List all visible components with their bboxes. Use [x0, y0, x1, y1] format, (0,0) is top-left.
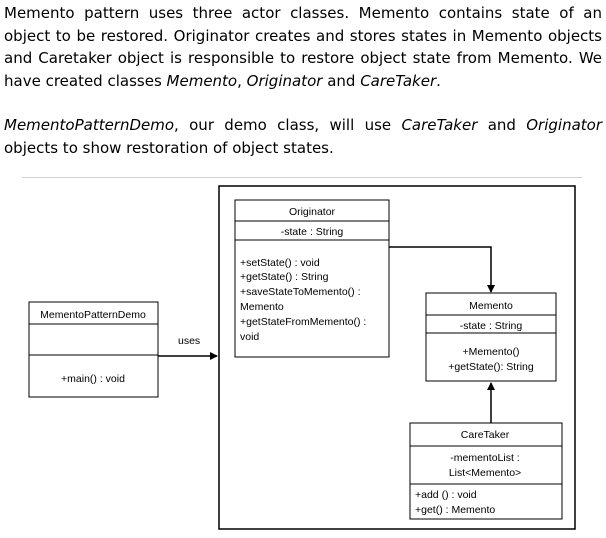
class-box-memento: Memento -state : String +Memento() +getS…: [425, 292, 557, 382]
class-name-originator: Originator: [246, 71, 323, 90]
uses-label: uses: [178, 335, 200, 347]
class-method: +add () : void: [415, 489, 477, 501]
class-method: void: [240, 331, 259, 343]
class-name-memento: Memento: [166, 71, 238, 90]
separator-line: [22, 177, 582, 178]
class-method: Memento: [240, 301, 284, 313]
intro-paragraph: Memento pattern uses three actor classes…: [4, 2, 602, 92]
intro-text: ,: [237, 71, 247, 90]
class-name: MementoPatternDemo: [40, 309, 146, 321]
class-name: CareTaker: [461, 429, 510, 441]
class-name-originator: Originator: [526, 116, 602, 134]
demo-text: objects to show restoration of object st…: [4, 138, 334, 157]
class-method: +setState() : void: [240, 257, 320, 269]
package-frame: [218, 185, 576, 530]
demo-text: and: [477, 116, 527, 134]
class-method: +Memento(): [463, 346, 520, 358]
class-name: Originator: [289, 206, 336, 218]
class-box-caretaker: CareTaker -mementoList : List<Memento> +…: [409, 422, 563, 520]
demo-text: , our demo class, will use: [174, 116, 402, 134]
class-name-caretaker: CareTaker: [401, 116, 478, 134]
demo-paragraph: MementoPatternDemo, our demo class, will…: [4, 114, 602, 159]
class-box-demo: MementoPatternDemo +main() : void: [28, 301, 159, 398]
class-attribute: -state : String: [460, 320, 523, 332]
class-box-originator: Originator -state : String +setState() :…: [234, 199, 390, 358]
class-name-caretaker: CareTaker: [360, 71, 437, 90]
originator-memento-arrow: [389, 246, 495, 293]
class-method: +getState() : String: [240, 271, 329, 283]
class-method: +getStateFromMemento() :: [240, 316, 366, 328]
class-attribute: -state : String: [281, 226, 344, 238]
class-method: +getState(): String: [448, 361, 534, 373]
class-attribute: List<Memento>: [449, 467, 521, 479]
class-name: Memento: [469, 300, 513, 312]
intro-text: and: [322, 71, 361, 90]
class-name-demo: MementoPatternDemo: [4, 116, 175, 134]
class-attribute: -mementoList :: [450, 452, 519, 464]
class-method: +get() : Memento: [415, 504, 495, 516]
class-method: +saveStateToMemento() :: [240, 286, 361, 298]
intro-text: Memento pattern uses three actor classes…: [4, 4, 602, 90]
intro-text: .: [436, 71, 441, 90]
class-method: +main() : void: [61, 373, 125, 385]
